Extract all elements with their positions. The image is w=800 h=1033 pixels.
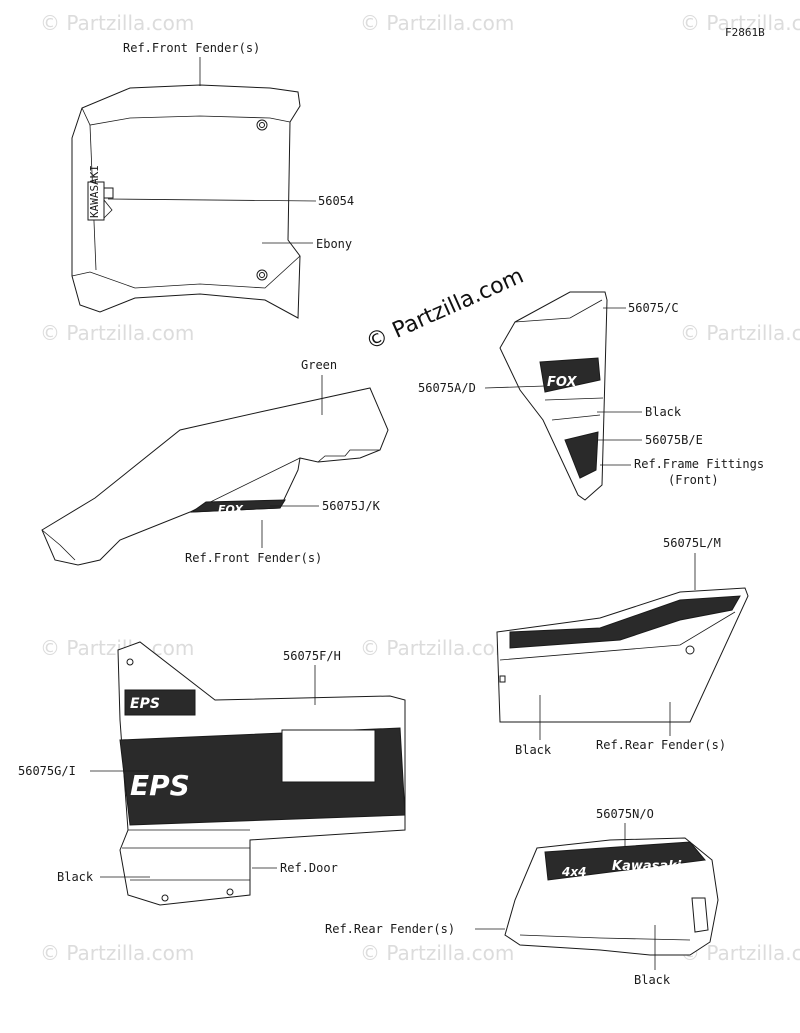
label-black-4: Black (634, 973, 671, 987)
rear-fender-lower-part: Kawasaki 4x4 (504, 837, 719, 956)
watermarks: © Partzilla.com © Partzilla.com © Partzi… (40, 11, 800, 965)
label-56075a-d: 56075A/D (418, 381, 476, 395)
door-panel-part: EPS EPS (117, 641, 406, 906)
label-green: Green (301, 358, 337, 372)
watermark: © Partzilla.com (40, 321, 194, 345)
watermark: © Partzilla.com (360, 941, 514, 965)
label-ref-rear-fender-2: Ref.Rear Fender(s) (325, 922, 455, 936)
watermark: © Partzilla.com (40, 636, 194, 660)
watermark: © Partzilla.com (40, 941, 194, 965)
label-56075l-m: 56075L/M (663, 536, 721, 550)
fox-decal-2: FOX (218, 503, 243, 516)
watermark: © Partzilla.com (680, 321, 800, 345)
label-ebony: Ebony (316, 237, 352, 251)
label-56054: 56054 (318, 194, 354, 208)
label-56075-c: 56075/C (628, 301, 679, 315)
four-by-four-decal: 4x4 (561, 865, 586, 879)
fox-decal: FOX (547, 375, 577, 390)
label-56075g-i: 56075G/I (18, 764, 76, 778)
label-ref-rear-fender-1: Ref.Rear Fender(s) (596, 738, 726, 752)
front-fender-top-part: KAWASAKI (71, 84, 301, 319)
label-front-paren: (Front) (668, 473, 719, 487)
eps-decal-small: EPS (130, 696, 160, 712)
frame-fitting-part: FOX (499, 291, 608, 501)
rear-fender-side-part (496, 587, 749, 723)
label-ref-front-fender-mid: Ref.Front Fender(s) (185, 551, 322, 565)
label-black-3: Black (57, 870, 94, 884)
label-56075n-o: 56075N/O (596, 807, 654, 821)
label-ref-door: Ref.Door (280, 861, 338, 875)
eps-decal-large: EPS (130, 769, 190, 802)
label-56075f-h: 56075F/H (283, 649, 341, 663)
kawasaki-decal: Kawasaki (612, 859, 682, 874)
front-fender-side-part: FOX (41, 387, 389, 566)
center-watermark: © Partzilla.com (362, 264, 527, 356)
vertical-logo-decal: KAWASAKI (88, 165, 101, 218)
watermark: © Partzilla.com (360, 636, 514, 660)
label-ref-front-fender-top: Ref.Front Fender(s) (123, 41, 260, 55)
label-black-1: Black (645, 405, 682, 419)
label-ref-frame-fittings: Ref.Frame Fittings (634, 457, 764, 471)
label-black-2: Black (515, 743, 552, 757)
watermark: © Partzilla.com (360, 11, 514, 35)
figure-code: F2861B (725, 26, 765, 39)
label-56075b-e: 56075B/E (645, 433, 703, 447)
label-56075j-k: 56075J/K (322, 499, 381, 513)
watermark: © Partzilla.com (680, 11, 800, 35)
watermark: © Partzilla.com (40, 11, 194, 35)
